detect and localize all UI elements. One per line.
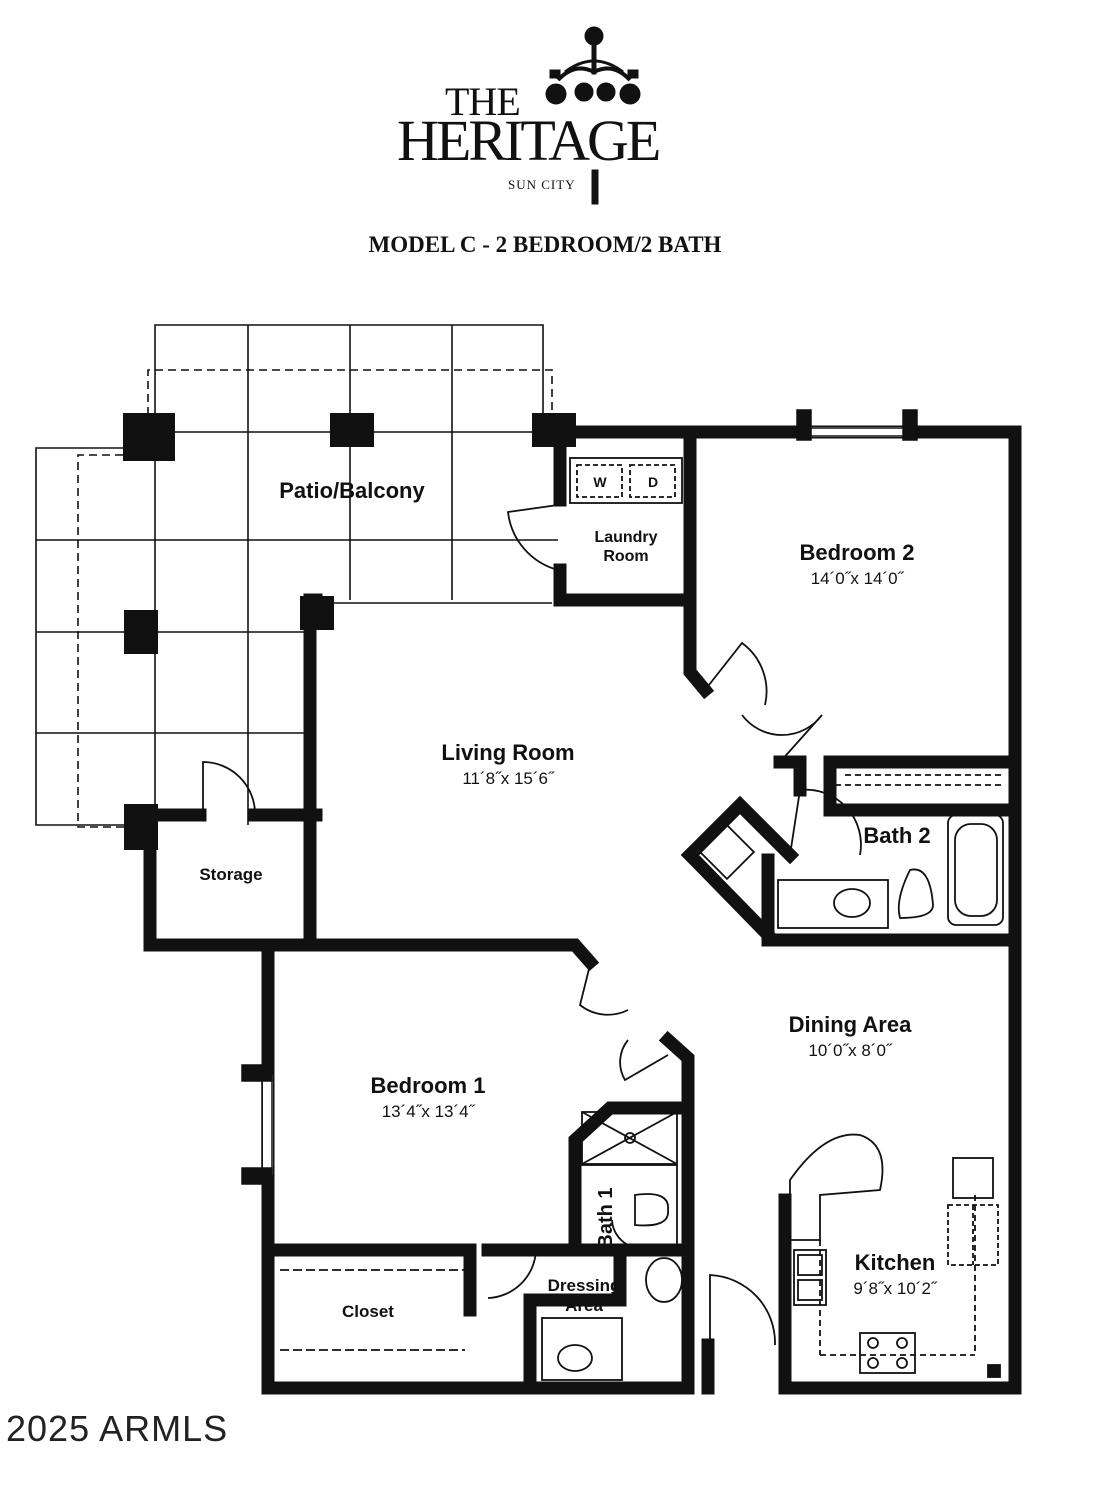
dining-label: Dining Area [789, 1012, 912, 1037]
laundry-label-line2: Room [603, 548, 648, 565]
closet-label: Closet [342, 1302, 394, 1321]
brand-line1: THE [445, 79, 521, 124]
dressing-label-line1: Dressing [548, 1276, 621, 1295]
dining-dims: 10´0˝x 8´0˝ [808, 1041, 892, 1060]
dressing-label-line2: Area [565, 1296, 603, 1315]
laundry-label-line1: Laundry [594, 529, 657, 546]
copyright-watermark: 2025 ARMLS [6, 1408, 229, 1449]
bedroom2-dims: 14´0˝x 14´0˝ [811, 569, 905, 588]
fixtures [280, 457, 1005, 1381]
walls [143, 425, 1022, 1395]
living-dims: 11´8˝x 15´6˝ [462, 769, 555, 788]
chandelier-logo-icon [545, 26, 641, 205]
washer-label: W [593, 474, 607, 490]
kitchen-dims: 9´8˝x 10´2˝ [853, 1279, 937, 1298]
bedroom1-label: Bedroom 1 [371, 1073, 486, 1098]
brand-tagline: SUN CITY [508, 177, 576, 192]
kitchen-label: Kitchen [855, 1250, 936, 1275]
model-title: MODEL C - 2 BEDROOM/2 BATH [368, 232, 722, 257]
bath1-label: Bath 1 [595, 1187, 617, 1248]
storage-label: Storage [199, 865, 262, 884]
living-label: Living Room [441, 740, 574, 765]
brand-line2: HERITAGE [397, 108, 661, 173]
windows [241, 409, 918, 1185]
brand-header: THE HERITAGE SUN CITY [0, 0, 1099, 220]
bedroom1-dims: 13´4˝x 13´4˝ [382, 1102, 476, 1121]
dryer-label: D [648, 474, 658, 490]
patio-dashed-outline [77, 369, 553, 828]
door-swings [202, 504, 862, 1346]
patio-label: Patio/Balcony [279, 478, 425, 503]
bath2-label: Bath 2 [863, 823, 930, 848]
bedroom2-label: Bedroom 2 [800, 540, 915, 565]
